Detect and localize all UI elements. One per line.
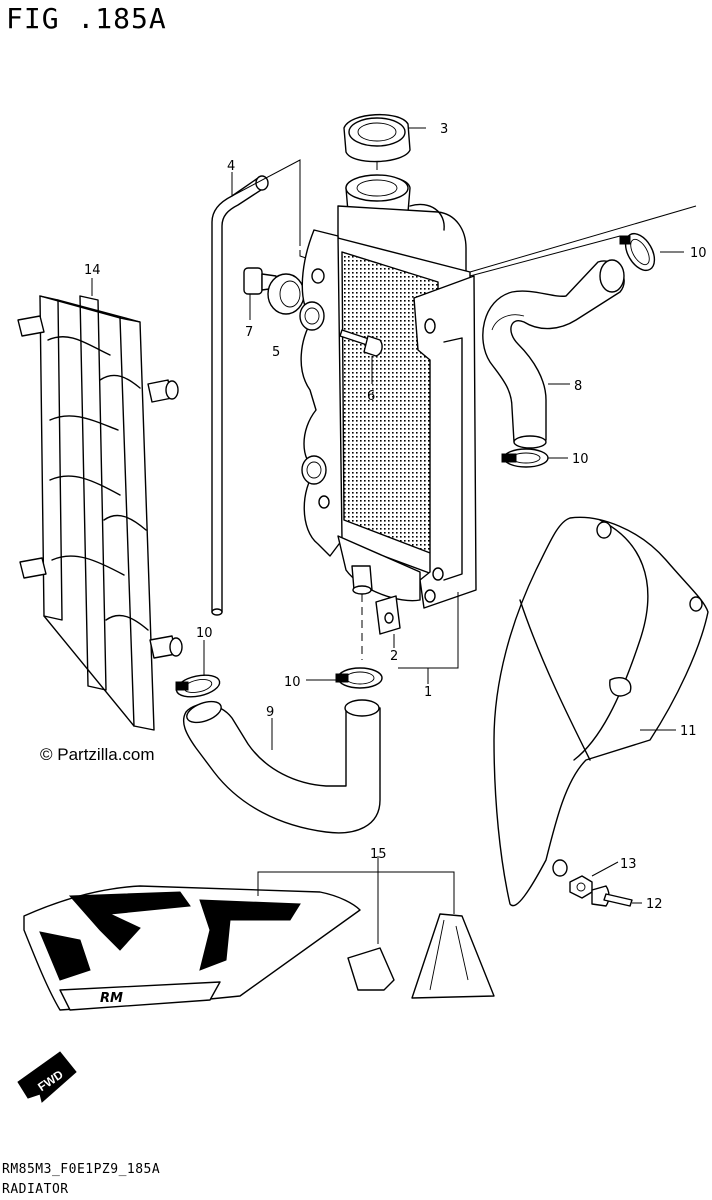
callout-11: 11 <box>680 724 697 739</box>
callout-10-lower: 10 <box>284 675 301 690</box>
nut-part-13[interactable] <box>569 875 593 899</box>
upper-hose-part-8[interactable] <box>482 259 625 449</box>
lower-hose-part-9[interactable] <box>182 697 381 834</box>
callout-10-middle: 10 <box>572 452 589 467</box>
radiator-louver-part-14[interactable] <box>17 295 183 731</box>
figure-title: FIG .185A <box>6 2 167 35</box>
copyright-watermark: © Partzilla.com <box>40 745 155 764</box>
fwd-direction-arrow: FWD <box>17 1051 77 1103</box>
callout-12: 12 <box>646 897 663 912</box>
rm-logo-badge: RM <box>100 991 123 1006</box>
radiator-assy-part-1[interactable] <box>299 174 477 609</box>
svg-text:RM: RM <box>100 991 123 1006</box>
diagram-title: RADIATOR <box>2 1182 69 1197</box>
callout-8: 8 <box>574 379 582 394</box>
shroud-cover-part-15[interactable]: RM <box>23 885 495 1011</box>
callout-1: 1 <box>424 685 432 700</box>
grommet-part-5[interactable] <box>267 273 305 315</box>
hose-clamp-part-10-middle[interactable] <box>501 448 549 468</box>
callout-10-upper: 10 <box>690 246 707 261</box>
callout-labels: 3 4 7 5 6 14 10 8 10 10 10 2 1 9 11 15 1… <box>84 122 707 912</box>
callout-6: 6 <box>367 389 375 404</box>
hose-clamp-part-10-left[interactable] <box>174 672 221 701</box>
callout-4: 4 <box>227 159 235 174</box>
diagram-code: RM85M3_F0E1PZ9_185A <box>2 1162 161 1177</box>
radiator-shroud-part-11[interactable] <box>493 516 709 907</box>
callout-3: 3 <box>440 122 448 137</box>
hose-clamp-part-10-upper[interactable] <box>619 229 661 276</box>
callout-15: 15 <box>370 847 387 862</box>
callout-13: 13 <box>620 857 637 872</box>
callout-2: 2 <box>390 649 398 664</box>
callout-14: 14 <box>84 263 101 278</box>
callout-5: 5 <box>272 345 280 360</box>
overflow-tube-part-4[interactable] <box>211 175 269 616</box>
callout-7: 7 <box>245 325 253 340</box>
clip-part-2[interactable] <box>375 595 401 635</box>
hose-clamp-part-10-lower[interactable] <box>335 667 383 689</box>
radiator-cap-part-3[interactable] <box>343 114 411 163</box>
callout-9: 9 <box>266 705 274 720</box>
bolt-part-12[interactable] <box>591 885 633 907</box>
callout-10-left: 10 <box>196 626 213 641</box>
bolt-part-6[interactable] <box>339 329 383 357</box>
